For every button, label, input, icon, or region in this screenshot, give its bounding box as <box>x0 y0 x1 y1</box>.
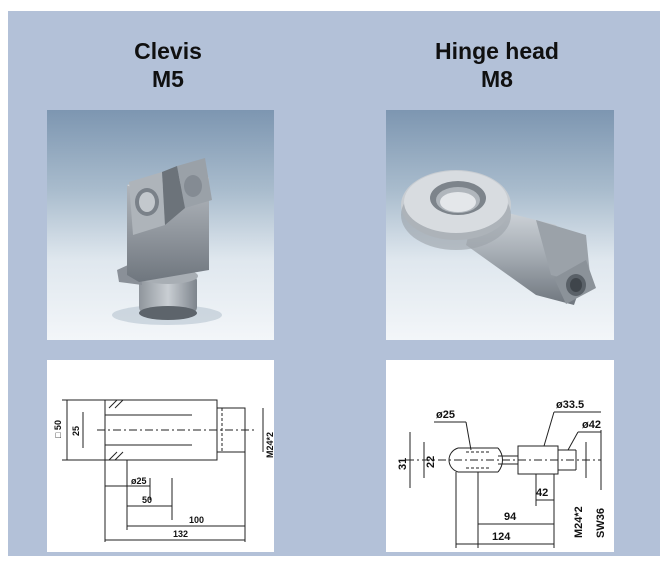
hinge-dim-94: 94 <box>504 511 517 523</box>
product-size: M5 <box>152 66 184 92</box>
hinge-head-drawing-icon: ø33.5 ø25 ø42 31 22 42 94 124 M24*2 SW36 <box>397 399 607 548</box>
product-name: Hinge head <box>435 38 559 64</box>
clevis-dim-100: 100 <box>189 515 204 525</box>
hinge-dim-bore-diameter: ø25 <box>436 409 455 421</box>
product-panel: Clevis M5 <box>8 11 660 556</box>
hinge-dim-31: 31 <box>397 458 409 470</box>
clevis-dim-width: 25 <box>71 426 81 436</box>
product-title-clevis: Clevis M5 <box>38 37 298 93</box>
product-size: M8 <box>481 66 513 92</box>
clevis-technical-drawing: □ 50 25 ø25 50 100 132 M24*2 <box>47 360 274 552</box>
hinge-dim-wrench: SW36 <box>595 508 607 538</box>
clevis-dim-thread: M24*2 <box>265 432 274 458</box>
clevis-dim-square: □ 50 <box>53 420 63 438</box>
clevis-dim-132: 132 <box>173 529 188 539</box>
hinge-dim-124: 124 <box>492 531 511 543</box>
clevis-photo <box>47 110 274 340</box>
hinge-dim-22: 22 <box>425 456 437 468</box>
hinge-head-3d-icon <box>401 170 596 305</box>
hinge-dim-ball-diameter: ø33.5 <box>556 399 584 411</box>
hinge-dim-42: 42 <box>536 487 548 499</box>
hinge-dim-head-diameter: ø42 <box>582 419 601 431</box>
clevis-3d-icon <box>112 158 222 325</box>
clevis-dim-diameter: ø25 <box>131 476 147 486</box>
hinge-head-photo <box>386 110 614 340</box>
product-name: Clevis <box>134 38 202 64</box>
clevis-drawing-icon: □ 50 25 ø25 50 100 132 M24*2 <box>53 399 274 542</box>
hinge-dim-thread: M24*2 <box>573 506 585 538</box>
product-title-hinge-head: Hinge head M8 <box>367 37 627 93</box>
clevis-dim-50: 50 <box>142 495 152 505</box>
hinge-head-technical-drawing: ø33.5 ø25 ø42 31 22 42 94 124 M24*2 SW36 <box>386 360 614 552</box>
